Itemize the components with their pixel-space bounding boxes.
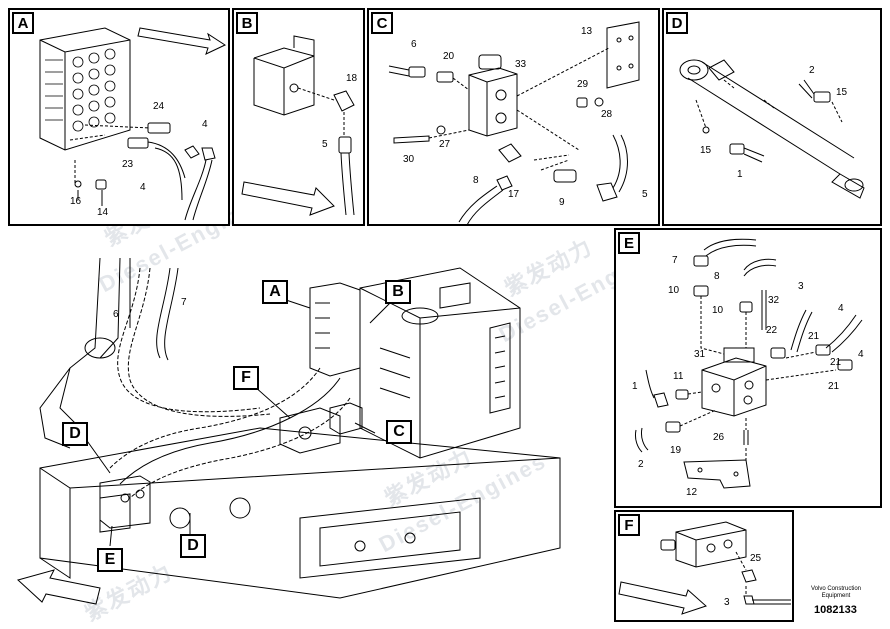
callout-e-31: 31 — [694, 349, 706, 360]
main-tag-f: F — [233, 366, 259, 390]
main-tag-d-top: D — [62, 422, 88, 446]
callout-13: 13 — [581, 26, 593, 37]
main-tag-d-bottom: D — [180, 534, 206, 558]
callout-e-21c: 21 — [830, 357, 842, 368]
callout-15: 15 — [836, 87, 848, 98]
callout-e-26: 26 — [713, 432, 725, 443]
panel-f: F 25 3 — [614, 510, 794, 622]
panel-d-tag: D — [666, 12, 688, 34]
callout-29: 29 — [577, 79, 589, 90]
main-callout-6: 6 — [113, 309, 119, 320]
callout-15b: 15 — [700, 145, 712, 156]
callout-e-22: 22 — [766, 325, 778, 336]
callout-17: 17 — [508, 189, 520, 200]
main-tag-a: A — [262, 280, 288, 304]
callout-28: 28 — [601, 109, 613, 120]
callout-16: 16 — [70, 196, 82, 207]
callout-e-11: 11 — [673, 371, 684, 382]
callout-e-19: 19 — [670, 445, 682, 456]
callout-8: 8 — [473, 175, 479, 186]
footer-brand: Volvo Construction Equipment — [810, 586, 862, 599]
main-tag-b: B — [385, 280, 411, 304]
callout-e-3: 3 — [798, 281, 804, 292]
callout-e-2: 2 — [638, 459, 644, 470]
callout-f-3: 3 — [724, 597, 730, 608]
panel-b-tag: B — [236, 12, 258, 34]
panel-e-tag: E — [618, 232, 640, 254]
callout-4: 4 — [202, 119, 208, 130]
panel-b-drawing — [241, 35, 355, 216]
main-tag-c: C — [386, 420, 412, 444]
main-callout-7: 7 — [181, 297, 187, 308]
callout-24: 24 — [153, 101, 165, 112]
panel-f-drawing — [618, 521, 791, 615]
panel-b: B 18 5 — [232, 8, 365, 226]
callout-4b: 4 — [140, 182, 146, 193]
callout-e-4b: 4 — [858, 349, 864, 360]
panel-a: A 24 4 23 4 16 14 — [8, 8, 230, 226]
callout-23: 23 — [122, 159, 134, 170]
main-assembly-drawing — [16, 257, 561, 605]
callout-14: 14 — [97, 207, 109, 218]
callout-e-1: 1 — [632, 381, 638, 392]
callout-5c: 5 — [642, 189, 648, 200]
panel-a-drawing — [39, 27, 227, 221]
panel-d-drawing — [679, 59, 865, 199]
callout-5: 5 — [322, 139, 328, 150]
callout-2: 2 — [809, 65, 815, 76]
callout-27: 27 — [439, 139, 451, 150]
panel-f-tag: F — [618, 514, 640, 536]
panel-c: C 13 6 20 33 29 28 30 27 8 17 9 5 — [367, 8, 660, 226]
callout-e-7: 7 — [672, 255, 678, 266]
callout-18: 18 — [346, 73, 358, 84]
panel-e-drawing — [635, 238, 863, 489]
callout-f-25: 25 — [750, 553, 762, 564]
panel-d: D 2 15 15 1 — [662, 8, 882, 226]
callout-e-12: 12 — [686, 487, 698, 498]
panel-c-drawing — [388, 21, 640, 226]
callout-30: 30 — [403, 154, 415, 165]
callout-e-8: 8 — [714, 271, 720, 282]
panel-a-tag: A — [12, 12, 34, 34]
callout-33: 33 — [515, 59, 527, 70]
callout-e-10b: 10 — [712, 305, 724, 316]
callout-1: 1 — [737, 169, 743, 180]
panel-c-tag: C — [371, 12, 393, 34]
callout-e-32: 32 — [768, 295, 780, 306]
callout-6: 6 — [411, 39, 417, 50]
callout-e-10: 10 — [668, 285, 680, 296]
main-tag-e: E — [97, 548, 123, 572]
footer-part-number: 1082133 — [814, 604, 857, 616]
callout-20: 20 — [443, 51, 455, 62]
callout-e-21b: 21 — [828, 381, 840, 392]
callout-e-4: 4 — [838, 303, 844, 314]
callout-9: 9 — [559, 197, 565, 208]
callout-e-21: 21 — [808, 331, 820, 342]
panel-e: E 7 8 10 32 3 10 22 4 21 31 21 4 1 11 21… — [614, 228, 882, 508]
